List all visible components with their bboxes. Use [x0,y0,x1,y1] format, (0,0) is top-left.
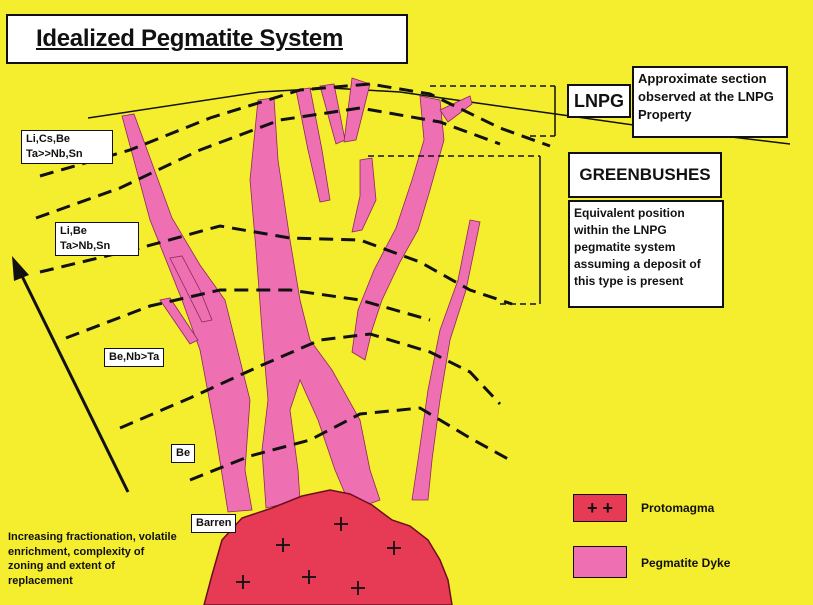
bracket-lines [368,85,556,305]
surface-line [87,87,791,145]
fractionation-arrow [12,256,130,493]
zone-label-be-nb: Be,Nb>Ta [104,348,165,367]
protomagma-symbol: + + [586,497,614,518]
legend-swatch-protomagma: + + [573,494,627,522]
zone-label-barren: Barren [191,514,237,533]
diagram-title: Idealized Pegmatite System [36,25,343,52]
lnpg-description: Approximate section observed at the LNPG… [638,71,774,122]
title-box: Idealized Pegmatite System [6,14,408,64]
lnpg-label-box: LNPG [567,84,631,118]
zone-boundaries [35,82,551,482]
legend-label-pegmatite-dyke: Pegmatite Dyke [641,556,731,570]
legend-label-protomagma: Protomagma [641,501,715,515]
legend-swatch-pegmatite-dyke [573,546,627,578]
greenbushes-label: GREENBUSHES [579,165,711,184]
lnpg-description-box: Approximate section observed at the LNPG… [632,66,788,138]
zone-label-li-cs-be: Li,Cs,Be Ta>>Nb,Sn [21,130,113,164]
greenbushes-description-box: Equivalent position within the LNPG pegm… [568,200,724,308]
greenbushes-description: Equivalent position within the LNPG pegm… [574,206,701,288]
greenbushes-label-box: GREENBUSHES [568,152,722,198]
zone-label-li-be: Li,Be Ta>Nb,Sn [55,222,139,256]
lnpg-label: LNPG [573,90,624,111]
pegmatite-dykes [121,77,481,513]
fractionation-caption: Increasing fractionation, volatile enric… [8,531,177,587]
zone-label-be: Be [171,444,196,463]
